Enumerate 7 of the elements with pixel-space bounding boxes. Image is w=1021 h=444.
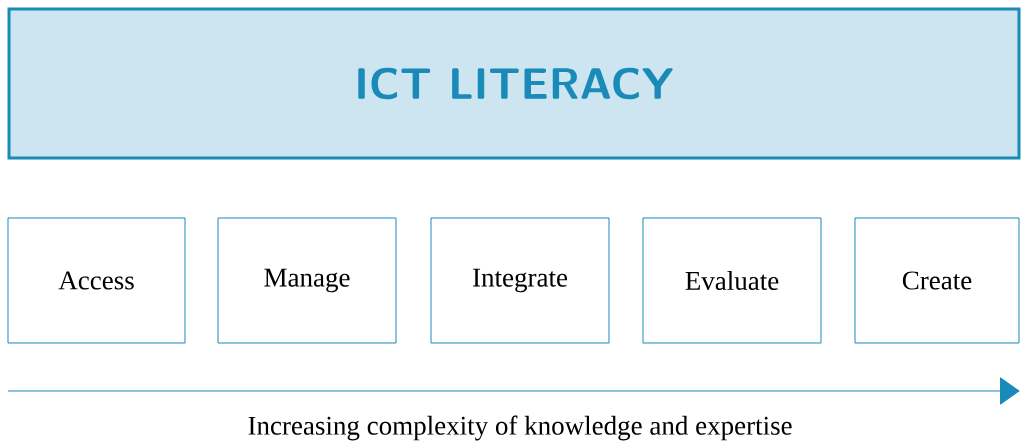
title-banner: ICT LITERACY [7,7,1021,160]
caption: Increasing complexity of knowledge and expertise [248,415,792,441]
step-box: Access [7,217,186,344]
step-box: Create [854,217,1020,344]
step-box: Manage [217,217,397,344]
step-box: Integrate [430,217,610,344]
step-box: Evaluate [642,217,822,344]
